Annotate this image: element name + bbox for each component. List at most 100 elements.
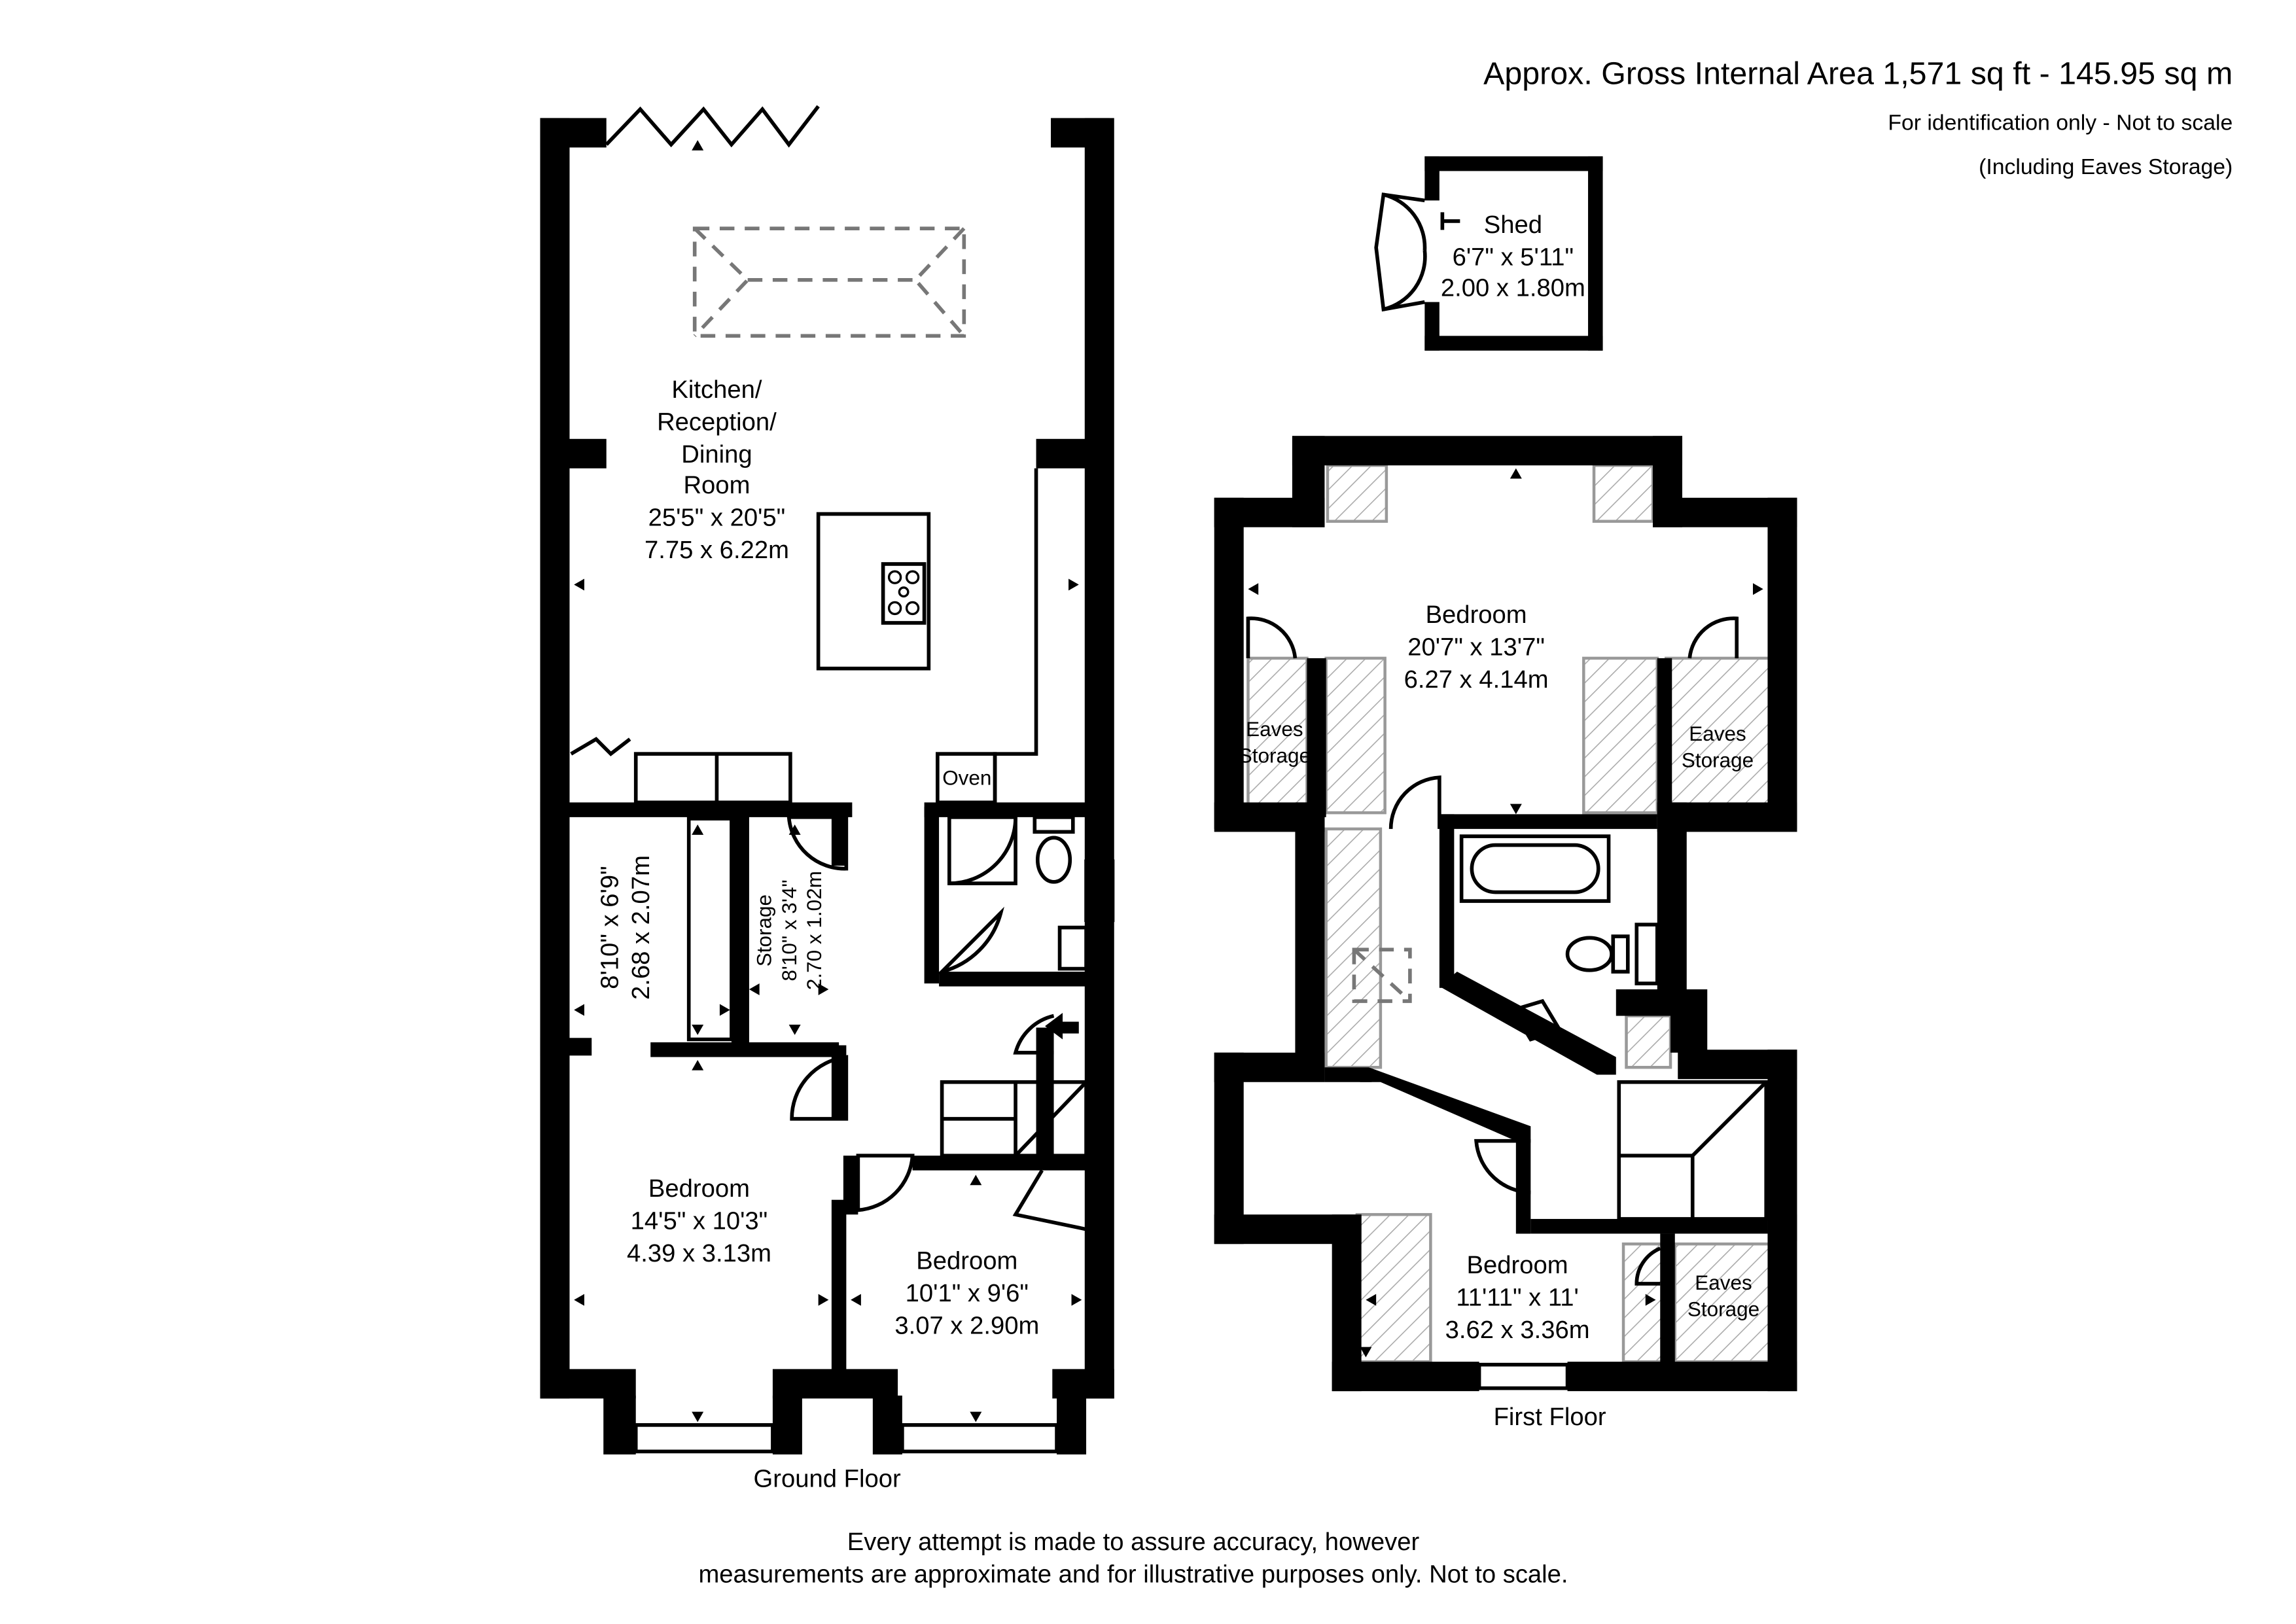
- ground-floor-label: Ground Floor: [754, 1464, 901, 1492]
- window: [1769, 525, 1796, 647]
- shed-imperial: 6'7" x 5'11": [1453, 243, 1574, 271]
- window: [1385, 436, 1536, 465]
- ground-floor: Oven: [540, 105, 1115, 1492]
- wall: [924, 802, 1087, 817]
- wall: [831, 1199, 847, 1377]
- footer-line-1: Every attempt is made to assure accuracy…: [847, 1528, 1420, 1556]
- wall: [1424, 156, 1603, 171]
- wall: [1657, 802, 1687, 994]
- toilet: [1565, 936, 1614, 972]
- skylight: [1352, 947, 1412, 1003]
- kitchen-counter: [993, 468, 1038, 803]
- wall: [731, 807, 749, 1050]
- shed-metric: 2.00 x 1.80m: [1441, 274, 1585, 302]
- wall: [872, 1395, 902, 1455]
- eaves-area: [1326, 464, 1388, 523]
- eaves-area: [1592, 464, 1655, 523]
- basin: [1510, 998, 1563, 1042]
- window: [1769, 1095, 1796, 1195]
- area-text: Approx. Gross Internal Area 1,571 sq ft …: [1483, 56, 2233, 92]
- wall: [772, 1395, 802, 1455]
- hob: [881, 562, 927, 625]
- wall: [1424, 156, 1439, 201]
- dimension-ticks: [1248, 468, 1763, 1358]
- wall: [1439, 814, 1657, 829]
- wall: [1530, 1218, 1768, 1234]
- kitchen-imperial: 25'5" x 20'5": [648, 503, 786, 531]
- wall: [540, 118, 607, 148]
- wall: [1307, 658, 1326, 817]
- door-swing: [1013, 1014, 1055, 1055]
- shed-name: Shed: [1484, 211, 1542, 239]
- wall: [1767, 1050, 1797, 1241]
- wall: [1324, 1067, 1531, 1234]
- eaves-bottom-line1: Eaves: [1695, 1271, 1752, 1294]
- shed-door: [1383, 192, 1427, 311]
- bedroom-left-name: Bedroom: [648, 1174, 750, 1203]
- footer-line-2: measurements are approximate and for ill…: [698, 1561, 1568, 1589]
- cupboard-door: [570, 737, 631, 756]
- kitchen-name-4: Room: [683, 471, 750, 499]
- door-swing: [856, 1154, 915, 1212]
- eaves-area: [1355, 1212, 1432, 1364]
- wall: [1214, 497, 1244, 829]
- window: [1084, 859, 1115, 923]
- toilet-cistern: [1611, 934, 1630, 974]
- bedroom-top-name: Bedroom: [1426, 601, 1527, 629]
- door-swing: [1388, 775, 1441, 829]
- roof-lantern: [693, 227, 751, 338]
- wall: [924, 807, 940, 984]
- wall: [1084, 118, 1114, 1399]
- wall: [540, 1369, 636, 1399]
- header-note-eaves: (Including Eaves Storage): [1979, 154, 2233, 179]
- eaves-area: [1582, 656, 1659, 815]
- wardrobe: [686, 817, 733, 1042]
- first-floor-label: First Floor: [1494, 1403, 1606, 1431]
- eaves-left-line1: Eaves: [1246, 717, 1303, 741]
- eaves-right-line2: Storage: [1682, 748, 1754, 771]
- bedroom-left-imperial: 14'5" x 10'3": [631, 1207, 768, 1235]
- bedroom-bottom-metric: 3.62 x 3.36m: [1445, 1316, 1590, 1344]
- wall: [831, 1045, 847, 1119]
- eaves-area: [1673, 1242, 1771, 1364]
- shower-tray: [947, 815, 1017, 885]
- bath-inner: [1470, 843, 1600, 894]
- wall: [1332, 1362, 1479, 1392]
- bedroom-right-name: Bedroom: [916, 1246, 1017, 1275]
- bedroom-right-metric: 3.07 x 2.90m: [894, 1311, 1039, 1339]
- door-swing: [1687, 616, 1739, 659]
- door-swing: [1634, 1246, 1661, 1286]
- door-swing: [1474, 1139, 1531, 1195]
- oven-label: Oven: [942, 766, 991, 789]
- wall: [1036, 438, 1110, 468]
- door-swing: [790, 1055, 849, 1121]
- wall: [1292, 436, 1683, 466]
- bedroom-bottom-imperial: 11'11" x 11': [1456, 1284, 1579, 1312]
- wall: [1439, 972, 1616, 1075]
- skylight: [1352, 948, 1411, 1003]
- hob-burners: [887, 570, 920, 616]
- door-swing: [1246, 616, 1298, 659]
- bay-window: [900, 1423, 1059, 1454]
- eaves-area: [1246, 656, 1309, 815]
- small-room-metric: 2.68 x 2.07m: [627, 855, 655, 1000]
- first-floor: Bedroom 20'7" x 13'7" 6.27 x 4.14m Eaves…: [1214, 436, 1797, 1431]
- eaves-left-line2: Storage: [1239, 744, 1311, 768]
- wall: [603, 1395, 636, 1455]
- window: [1477, 1362, 1570, 1390]
- wall: [540, 802, 853, 817]
- wall: [912, 1156, 1089, 1171]
- wall: [540, 438, 607, 468]
- kitchen-island: [816, 512, 931, 671]
- bedroom-right-imperial: 10'1" x 9'6": [906, 1279, 1029, 1307]
- oven: [936, 752, 997, 805]
- toilet: [1035, 836, 1072, 884]
- door-swing: [936, 906, 1004, 976]
- wall: [1670, 989, 1708, 1053]
- wall: [939, 972, 1087, 987]
- window: [1215, 525, 1243, 647]
- entrance-arrow-icon: [1045, 1013, 1079, 1040]
- wall: [1051, 118, 1110, 148]
- wall: [1057, 1395, 1087, 1455]
